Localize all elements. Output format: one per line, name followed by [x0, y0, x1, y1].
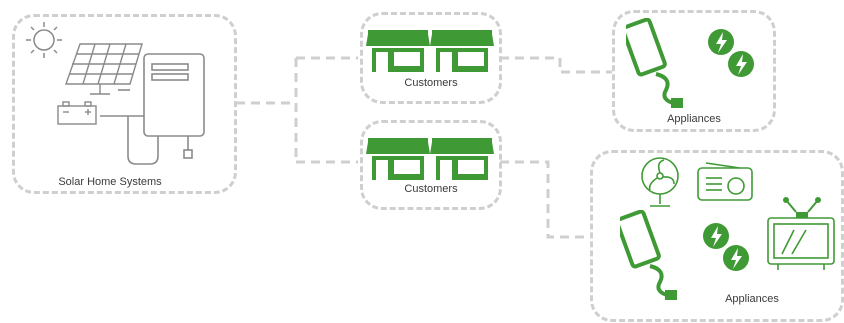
solar-panel-icon — [65, 43, 143, 95]
charge-controller-icon — [100, 53, 205, 165]
appliances-label-2: Appliances — [725, 293, 779, 305]
lightbulb-icon — [703, 223, 749, 271]
appliances-label-1: Appliances — [667, 113, 721, 125]
customers-label-1: Customers — [404, 77, 458, 89]
phone-charger-icon — [620, 210, 677, 300]
solar-home-systems-label: Solar Home Systems — [58, 176, 162, 188]
lightbulb-icon — [708, 29, 754, 77]
appliances-box-2 — [590, 150, 844, 322]
shop-icon — [366, 138, 494, 180]
sun-icon — [26, 22, 62, 58]
appliances-box-1 — [612, 10, 776, 132]
radio-icon — [697, 162, 753, 201]
shop-icon — [366, 30, 494, 72]
solar-home-systems-box — [12, 14, 237, 194]
phone-charger-icon — [626, 18, 683, 108]
fan-icon — [641, 157, 679, 207]
customers-box-1 — [360, 12, 502, 104]
tv-icon — [767, 197, 835, 270]
customers-label-2: Customers — [404, 183, 458, 195]
battery-icon — [57, 101, 97, 125]
customers-box-2 — [360, 120, 502, 210]
